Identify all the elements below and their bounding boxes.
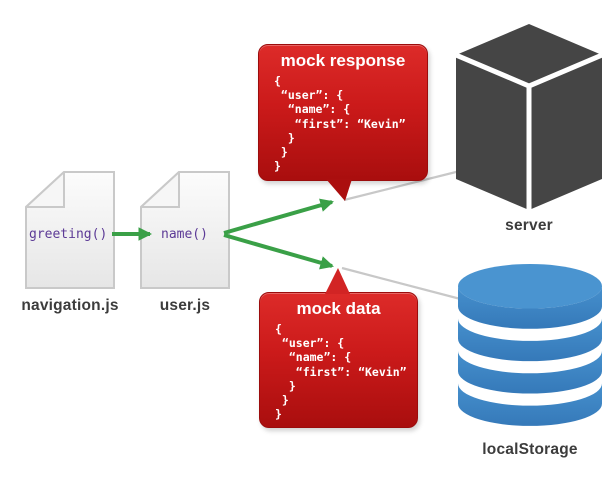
bubble-title: mock data [296,299,381,318]
speech-bubble-tail-up [325,268,350,294]
file-label-user: user.js [159,297,211,314]
cube-seams [456,52,602,210]
server-label: server [505,217,553,234]
bubble-json-code: { “user”: { “name”: { “first”: “Kevin” }… [275,322,407,422]
arrow-name-to-mock-data [223,233,334,270]
file-icon [140,171,230,289]
bubble-json-code: { “user”: { “name”: { “first”: “Kevin” }… [274,74,406,174]
file-icon [25,171,115,289]
mock-data-bubble: mock data { “user”: { “name”: { “first”:… [259,292,418,428]
folded-corner [140,171,180,208]
arrow-name-to-mock-response [223,198,334,235]
function-call-greeting: greeting() [29,227,108,242]
server-icon [456,24,602,210]
speech-bubble-tail-down [326,179,352,201]
function-call-name: name() [161,227,208,242]
file-label-navigation: navigation.js [21,297,119,314]
bubble-title: mock response [280,51,406,70]
database-top [458,264,602,309]
localstorage-label: localStorage [482,441,578,458]
mock-response-bubble: mock response { “user”: { “name”: { “fir… [258,44,428,181]
folded-corner [25,171,65,208]
database-icon [458,264,602,426]
